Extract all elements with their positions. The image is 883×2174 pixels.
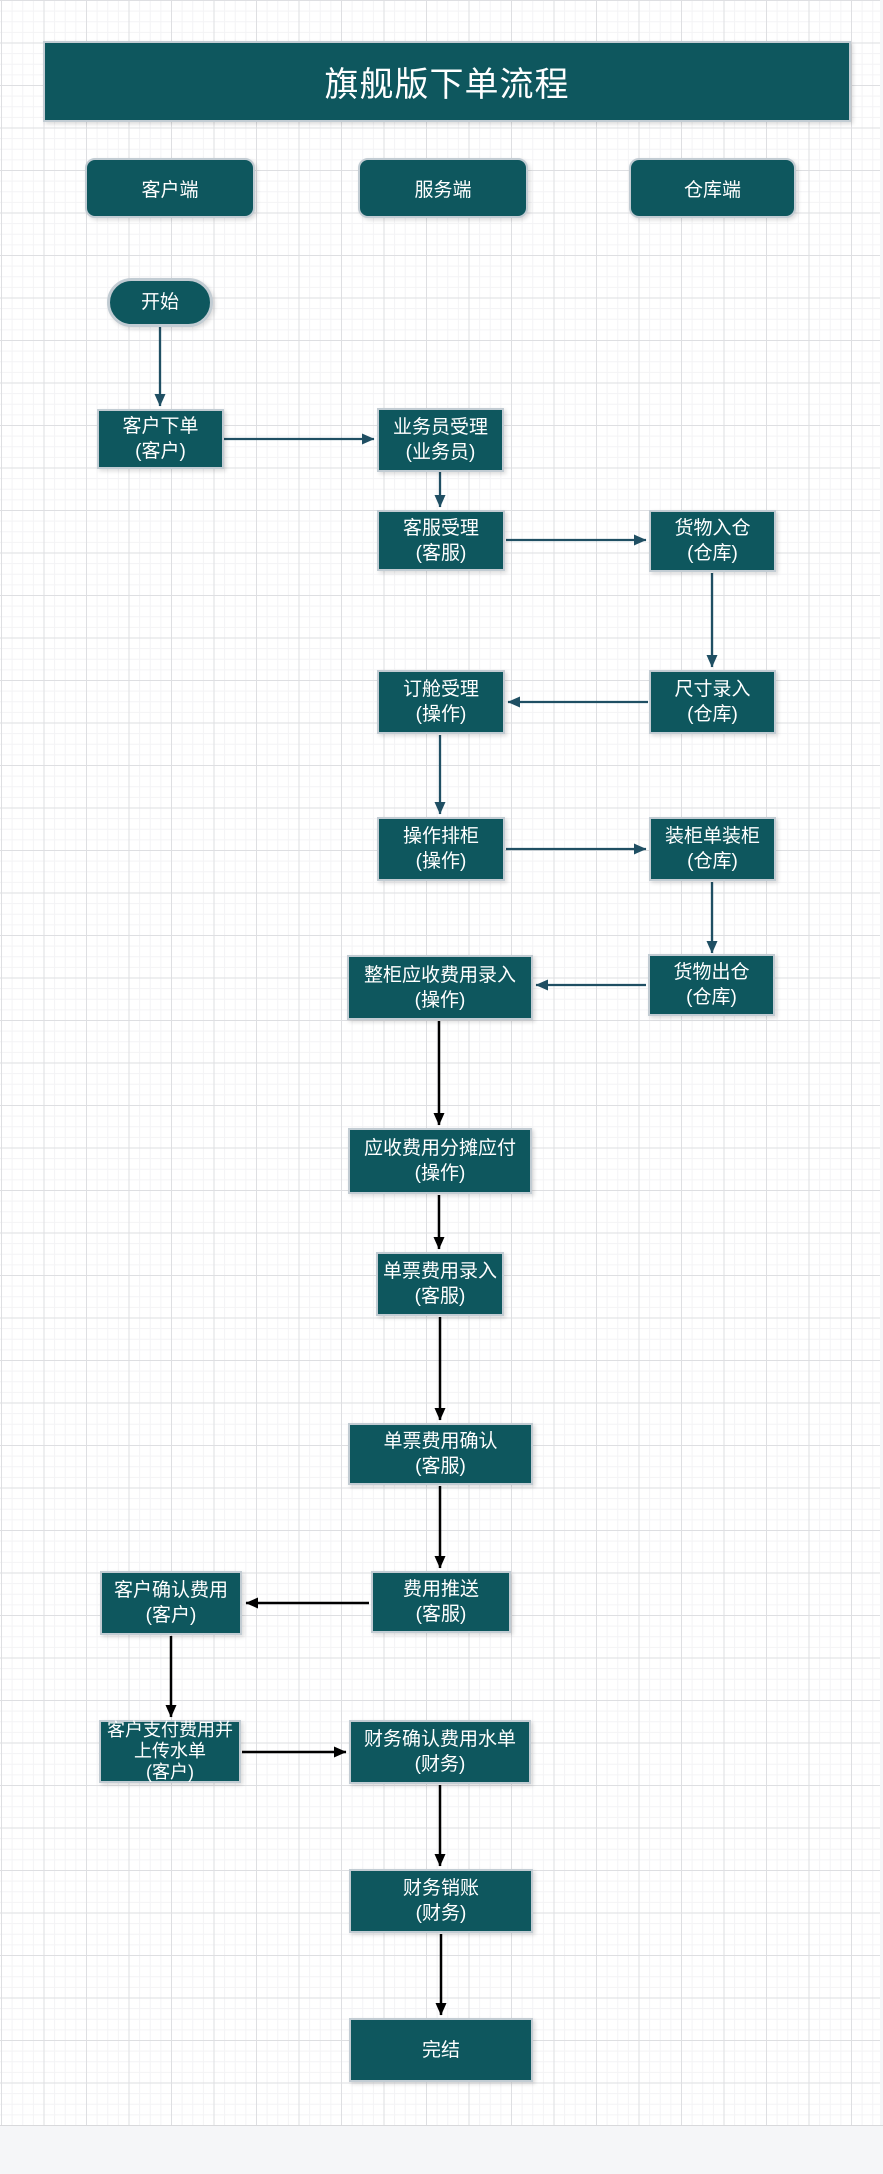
node-finance-writeoff[interactable]: 财务销账 (财务): [349, 1869, 533, 1933]
node-fee-push[interactable]: 费用推送 (客服): [371, 1571, 511, 1633]
node-receivable-allocation[interactable]: 应收费用分摊应付 (操作): [348, 1128, 532, 1194]
node-goods-outbound[interactable]: 货物出仓 (仓库): [648, 954, 775, 1016]
canvas-bottom-edge: [0, 2125, 883, 2174]
node-fcl-receivable-entry[interactable]: 整柜应收费用录入 (操作): [347, 955, 533, 1020]
node-customer-order[interactable]: 客户下单 (客户): [97, 409, 224, 469]
node-booking-accept[interactable]: 订舱受理 (操作): [377, 670, 505, 734]
node-cs-accept[interactable]: 客服受理 (客服): [377, 510, 505, 571]
node-finance-confirm-slip[interactable]: 财务确认费用水单 (财务): [349, 1720, 531, 1784]
lane-header-client[interactable]: 客户端: [85, 158, 255, 218]
diagram-title: 旗舰版下单流程: [43, 41, 851, 122]
node-single-fee-entry[interactable]: 单票费用录入 (客服): [376, 1252, 504, 1316]
node-container-loading[interactable]: 装柜单装柜 (仓库): [649, 817, 776, 881]
node-finish[interactable]: 完结: [349, 2018, 533, 2082]
node-single-fee-confirm[interactable]: 单票费用确认 (客服): [348, 1423, 533, 1485]
node-customer-pay-upload[interactable]: 客户支付费用并 上传水单 (客户): [99, 1720, 241, 1783]
node-customer-confirm-fee[interactable]: 客户确认费用 (客户): [100, 1571, 242, 1635]
node-salesman-accept[interactable]: 业务员受理 (业务员): [377, 408, 504, 472]
lane-header-warehouse[interactable]: 仓库端: [629, 158, 796, 218]
node-goods-inbound[interactable]: 货物入仓 (仓库): [649, 510, 776, 572]
canvas-right-edge: [880, 0, 883, 2125]
node-start[interactable]: 开始: [107, 278, 213, 327]
node-container-planning[interactable]: 操作排柜 (操作): [377, 817, 505, 881]
lane-header-service[interactable]: 服务端: [358, 158, 528, 218]
node-size-entry[interactable]: 尺寸录入 (仓库): [649, 670, 776, 734]
